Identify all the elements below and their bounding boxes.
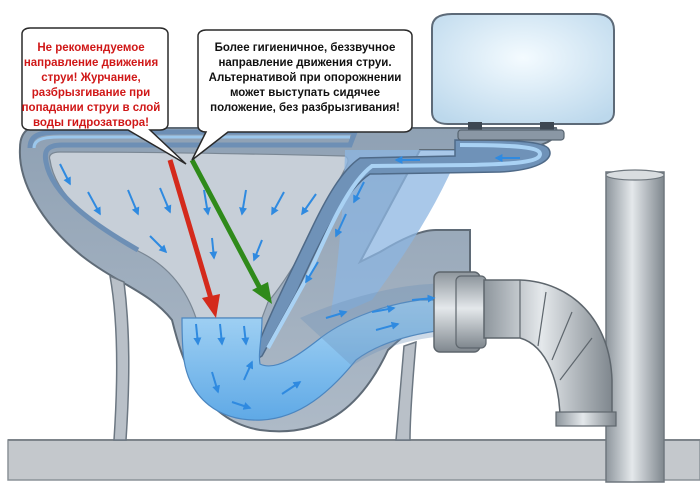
rim-channel	[27, 129, 359, 253]
flow-arrows	[59, 154, 520, 410]
callout-right-bubble	[191, 29, 413, 161]
recommended-callout-text: Более гигиеничное, беззвучное направлени…	[208, 42, 402, 114]
not-recommended-stream-arrow	[167, 159, 220, 318]
cistern-tank	[431, 13, 615, 141]
callout-left-bubble	[21, 27, 187, 165]
outlet-horn	[300, 282, 470, 366]
floor	[7, 439, 700, 481]
not-recommended-callout-text: Не рекомендуемое направление движения ст…	[21, 42, 161, 129]
bowl-pedestal	[109, 274, 417, 441]
upper-water-film	[330, 150, 460, 318]
outlet-elbow-pipe	[483, 279, 617, 427]
outlet-connector	[433, 271, 487, 353]
trap-water	[181, 299, 471, 421]
recommended-stream-arrow	[189, 158, 272, 304]
sewer-riser-pipe	[605, 169, 665, 483]
